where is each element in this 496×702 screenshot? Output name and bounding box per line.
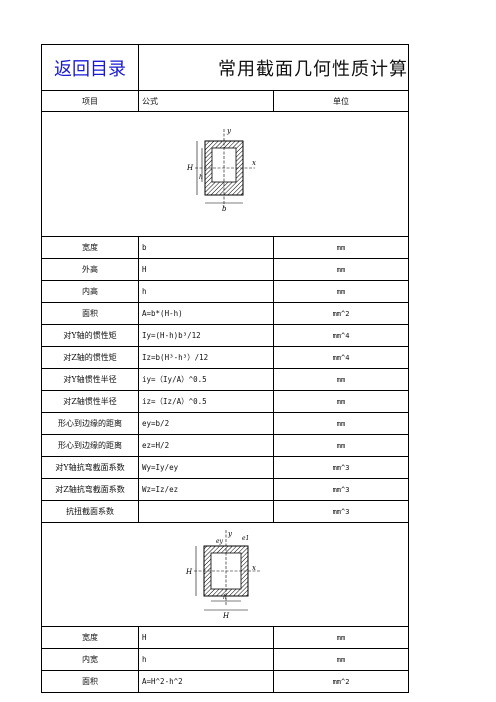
row-unit: mm — [273, 368, 409, 391]
section-diagram-channel: y x H h b — [186, 127, 256, 213]
title-row: 返回目录 常用截面几何性质计算 — [41, 44, 409, 91]
label-H: H — [186, 164, 194, 172]
row-item: 内高 — [41, 280, 139, 303]
row-unit: mm^3 — [273, 456, 409, 479]
figure-cell-2: y e1 ey H h x H — [41, 522, 409, 627]
label-e1: e1 — [242, 535, 249, 542]
row-formula — [138, 500, 274, 523]
label-b: b — [222, 205, 227, 213]
row-item: 内宽 — [41, 648, 139, 671]
label-x: x — [252, 159, 256, 167]
row-item: 对Y轴惯性半径 — [41, 368, 139, 391]
table-row: 抗扭截面系数 mm^3 — [41, 500, 409, 523]
row-unit: mm — [273, 390, 409, 413]
row-unit: mm^4 — [273, 324, 409, 347]
row-formula: h — [138, 280, 274, 303]
row-unit: mm — [273, 280, 409, 303]
row-unit: mm^3 — [273, 478, 409, 501]
label-x: x — [252, 564, 256, 572]
row-item: 宽度 — [41, 236, 139, 259]
row-formula: A=b*(H-h) — [138, 302, 274, 325]
col-header-formula: 公式 — [138, 90, 274, 112]
figure-row-1: y x H h b — [41, 111, 409, 237]
row-formula: H — [138, 258, 274, 281]
row-unit: mm — [273, 434, 409, 457]
row-unit: mm^2 — [273, 670, 409, 693]
row-formula: Iz=b(H³-h³）/12 — [138, 346, 274, 369]
label-h: h — [199, 174, 203, 181]
calc-table: 返回目录 常用截面几何性质计算 项目 公式 单位 y x — [41, 44, 409, 693]
label-H-horizontal: H — [222, 612, 230, 620]
row-item: 外高 — [41, 258, 139, 281]
row-unit: mm^3 — [273, 500, 409, 523]
back-to-index-link[interactable]: 返回目录 — [41, 44, 139, 91]
label-ey: ey — [216, 538, 224, 545]
row-formula: A=H^2-h^2 — [138, 670, 274, 693]
row-formula: Wz=Iz/ez — [138, 478, 274, 501]
section-diagram-box: y e1 ey H h x H — [185, 529, 260, 620]
row-item: 对Z轴惯性半径 — [41, 390, 139, 413]
row-item: 对Z轴的惯性矩 — [41, 346, 139, 369]
row-item: 形心到边缘的距离 — [41, 434, 139, 457]
row-formula: Wy=Iy/ey — [138, 456, 274, 479]
row-unit: mm — [273, 626, 409, 649]
row-item: 面积 — [41, 302, 139, 325]
row-unit: mm^2 — [273, 302, 409, 325]
row-item: 对Y轴抗弯截面系数 — [41, 456, 139, 479]
row-formula: iy=（Iy/A）^0.5 — [138, 368, 274, 391]
header-row: 项目 公式 单位 — [41, 90, 409, 112]
label-H-vertical: H — [185, 568, 193, 576]
row-formula: ey=b/2 — [138, 412, 274, 435]
row-formula: H — [138, 626, 274, 649]
row-unit: mm — [273, 236, 409, 259]
col-header-item: 项目 — [41, 90, 139, 112]
row-formula: iz=（Iz/A）^0.5 — [138, 390, 274, 413]
col-header-unit: 单位 — [273, 90, 409, 112]
row-formula: b — [138, 236, 274, 259]
figure-cell-1: y x H h b — [41, 111, 409, 237]
row-formula: Iy=(H-h)b³/12 — [138, 324, 274, 347]
label-h: h — [223, 594, 227, 601]
row-item: 宽度 — [41, 626, 139, 649]
row-item: 抗扭截面系数 — [41, 500, 139, 523]
label-y: y — [226, 127, 232, 135]
row-unit: mm — [273, 648, 409, 671]
row-unit: mm — [273, 412, 409, 435]
row-formula: ez=H/2 — [138, 434, 274, 457]
row-item: 对Y轴的惯性矩 — [41, 324, 139, 347]
row-item: 面积 — [41, 670, 139, 693]
page-title: 常用截面几何性质计算 — [138, 44, 409, 91]
row-item: 形心到边缘的距离 — [41, 412, 139, 435]
row-unit: mm^4 — [273, 346, 409, 369]
row-item: 对Z轴抗弯截面系数 — [41, 478, 139, 501]
row-formula: h — [138, 648, 274, 671]
label-y: y — [227, 530, 233, 538]
figure-row-2: y e1 ey H h x H — [41, 522, 409, 627]
row-unit: mm — [273, 258, 409, 281]
